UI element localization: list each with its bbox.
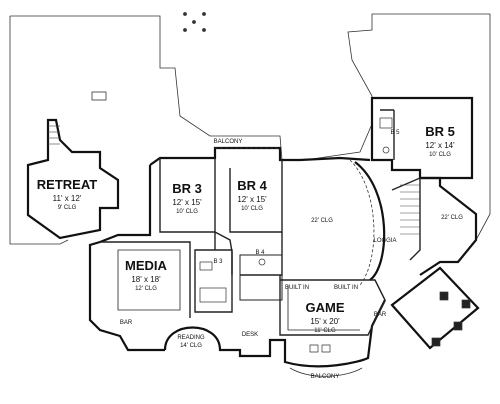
- game-ceiling: 11' CLG: [314, 328, 336, 334]
- b4-label: B 4: [255, 250, 265, 256]
- game-name: GAME: [306, 300, 345, 315]
- roof-vent-icon: [91, 91, 107, 101]
- br5-name: BR 5: [425, 124, 455, 139]
- dot-icon: [192, 20, 196, 24]
- retreat-ceiling: 9' CLG: [58, 205, 77, 211]
- toilet-icon: [258, 258, 266, 266]
- b3-label: B 3: [213, 259, 223, 265]
- exterior-walls: [26, 96, 480, 368]
- roof-outline: [9, 12, 491, 245]
- dot-icon: [202, 12, 206, 16]
- open-clg-right-label: 22' CLG: [441, 215, 463, 221]
- vanity-icon: [379, 117, 393, 129]
- desk-label: DESK: [242, 332, 258, 338]
- post-icon: [453, 321, 463, 331]
- dot-icon: [183, 12, 187, 16]
- br4-name: BR 4: [237, 178, 267, 193]
- built-in-left-label: BUILT IN: [285, 285, 309, 291]
- door-icon: [309, 344, 331, 353]
- br5-ceiling: 10' CLG: [429, 152, 451, 158]
- room-labels: RETREAT 11' x 12' 9' CLG BR 3 12' x 15' …: [37, 124, 455, 349]
- toilet-icon: [382, 146, 390, 154]
- interior-walls: [100, 109, 421, 336]
- misc-labels: BALCONY BALCONY 22' CLG 22' CLG LOGGIA B…: [120, 130, 463, 380]
- built-in-right-label: BUILT IN: [334, 285, 358, 291]
- br4-ceiling: 10' CLG: [241, 206, 263, 212]
- b5-label: B 5: [390, 130, 400, 136]
- reading-ceiling: 14' CLG: [180, 343, 202, 349]
- retreat-name: RETREAT: [37, 177, 97, 192]
- br3-name: BR 3: [172, 181, 202, 196]
- br5-size: 12' x 14': [425, 141, 455, 150]
- media-size: 18' x 18': [131, 275, 161, 284]
- post-icon: [439, 291, 449, 301]
- bar-right-label: BAR: [374, 312, 387, 318]
- balcony-details: [215, 147, 375, 377]
- dot-icon: [202, 28, 206, 32]
- media-ceiling: 12' CLG: [135, 286, 157, 292]
- media-name: MEDIA: [125, 258, 168, 273]
- reading-name: READING: [177, 335, 205, 341]
- dot-icon: [183, 28, 187, 32]
- br3-ceiling: 10' CLG: [176, 209, 198, 215]
- fixtures: [199, 117, 471, 353]
- post-icon: [431, 337, 441, 347]
- open-clg-center-label: 22' CLG: [311, 218, 333, 224]
- tub-icon: [199, 287, 227, 303]
- loggia-label: LOGGIA: [373, 238, 396, 244]
- sink-icon: [199, 261, 213, 271]
- br3-size: 12' x 15': [172, 198, 202, 207]
- retreat-size: 11' x 12': [53, 194, 82, 203]
- post-icon: [461, 299, 471, 309]
- stairs: [48, 125, 420, 235]
- game-size: 15' x 20': [310, 317, 340, 326]
- balcony-top-label: BALCONY: [214, 139, 243, 145]
- br4-size: 12' x 15': [237, 195, 267, 204]
- bar-left-label: BAR: [120, 320, 133, 326]
- balcony-bottom-label: BALCONY: [311, 374, 340, 380]
